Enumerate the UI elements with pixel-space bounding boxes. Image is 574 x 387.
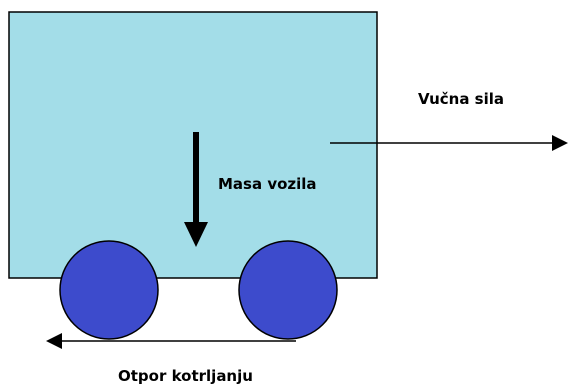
traction-force-label: Vučna sila	[418, 90, 504, 108]
vehicle-mass-label: Masa vozila	[218, 175, 317, 193]
rolling-resistance-arrow	[46, 333, 296, 349]
traction-force-arrow	[330, 135, 568, 151]
front-wheel	[59, 240, 159, 340]
rolling-resistance-label: Otpor kotrljanju	[118, 367, 253, 385]
rear-wheel	[238, 240, 338, 340]
vehicle-mass-arrow	[184, 132, 208, 247]
